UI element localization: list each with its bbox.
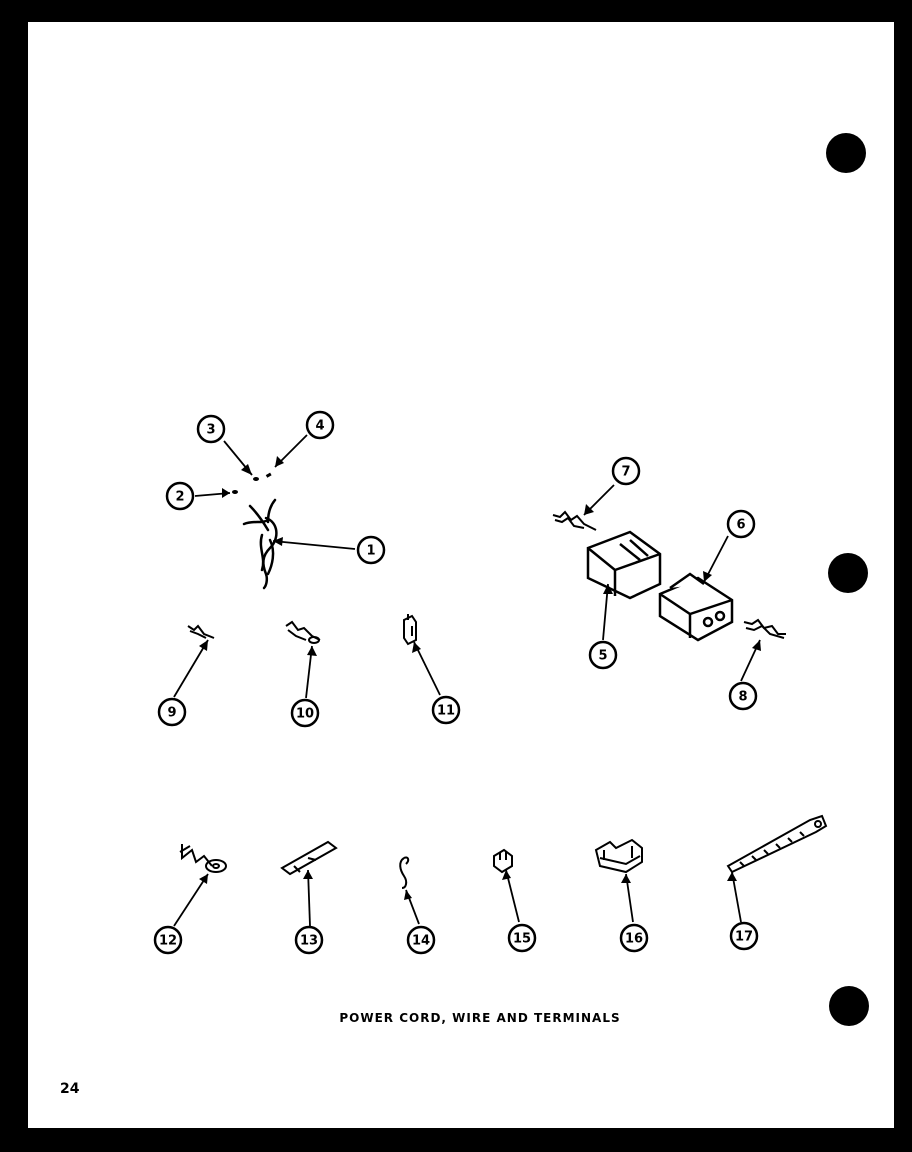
callout-5: 5 — [588, 640, 618, 670]
callout-circle — [294, 925, 324, 955]
terminal-part-4 — [265, 472, 272, 478]
callout-number: 11 — [437, 704, 455, 719]
pin-terminal-part-7 — [552, 510, 597, 531]
callout-circle — [356, 535, 386, 565]
callout-circle — [729, 921, 759, 951]
binder-hole-middle — [828, 553, 868, 593]
terminal-part-9 — [187, 624, 215, 639]
wire-bits — [232, 472, 272, 494]
power-cord-part — [242, 498, 278, 590]
wire-clip-part-14 — [399, 856, 410, 889]
terminal-part-3 — [253, 477, 259, 481]
callout-12: 12 — [153, 925, 183, 955]
connector-part-15 — [493, 848, 513, 874]
callout-10: 10 — [290, 698, 320, 728]
callout-circle — [728, 681, 758, 711]
callout-circle — [431, 695, 461, 725]
callout-17: 17 — [729, 921, 759, 951]
callout-number: 9 — [167, 706, 176, 721]
callout-16: 16 — [619, 923, 649, 953]
binder-hole-top — [826, 133, 866, 173]
terminal-part-2 — [232, 490, 238, 494]
callout-number: 3 — [206, 423, 215, 438]
callout-11: 11 — [431, 695, 461, 725]
callout-number: 16 — [625, 932, 643, 947]
callout-number: 2 — [175, 490, 184, 505]
socket-terminal-part-8 — [743, 618, 786, 639]
bracket-part-16 — [594, 838, 643, 874]
callout-circle — [305, 410, 335, 440]
callout-number: 8 — [738, 690, 747, 705]
connector-housing-part-6 — [658, 572, 734, 642]
callout-number: 12 — [159, 934, 177, 949]
callout-number: 6 — [736, 518, 745, 533]
terminal-part-11 — [403, 614, 417, 646]
callout-4: 4 — [305, 410, 335, 440]
callout-number: 14 — [412, 934, 430, 949]
terminal-part-10 — [285, 620, 321, 644]
callout-circle — [619, 923, 649, 953]
callout-number: 13 — [300, 934, 318, 949]
binder-hole-bottom — [829, 986, 869, 1026]
callout-8: 8 — [728, 681, 758, 711]
callout-1: 1 — [356, 535, 386, 565]
callout-6: 6 — [726, 509, 756, 539]
callout-circle — [157, 697, 187, 727]
callout-circle — [153, 925, 183, 955]
callout-circle — [406, 925, 436, 955]
connector-housing-part-5 — [586, 530, 662, 600]
callout-number: 5 — [598, 649, 607, 664]
callout-9: 9 — [157, 697, 187, 727]
callout-circle — [507, 923, 537, 953]
flag-terminal-part-13 — [280, 840, 338, 876]
diagram-caption: POWER CORD, WIRE AND TERMINALS — [339, 1011, 621, 1025]
callout-2: 2 — [165, 481, 195, 511]
arrowheads — [199, 456, 761, 900]
callout-number: 15 — [513, 932, 531, 947]
callout-circle — [290, 698, 320, 728]
callout-15: 15 — [507, 923, 537, 953]
callout-7: 7 — [611, 456, 641, 486]
callout-13: 13 — [294, 925, 324, 955]
callout-14: 14 — [406, 925, 436, 955]
callout-circle — [196, 414, 226, 444]
callout-circle — [726, 509, 756, 539]
leader-lines — [173, 434, 761, 927]
callout-number: 4 — [315, 419, 324, 434]
ring-terminal-part-12 — [179, 844, 227, 873]
page-number: 24 — [60, 1081, 80, 1097]
callout-3: 3 — [196, 414, 226, 444]
callout-number: 1 — [366, 544, 375, 559]
cable-tie-part-17 — [726, 814, 828, 874]
callout-number: 17 — [735, 930, 753, 945]
callout-number: 7 — [621, 465, 630, 480]
callout-number: 10 — [296, 707, 314, 722]
callout-circle — [165, 481, 195, 511]
callout-circle — [611, 456, 641, 486]
callout-circle — [588, 640, 618, 670]
